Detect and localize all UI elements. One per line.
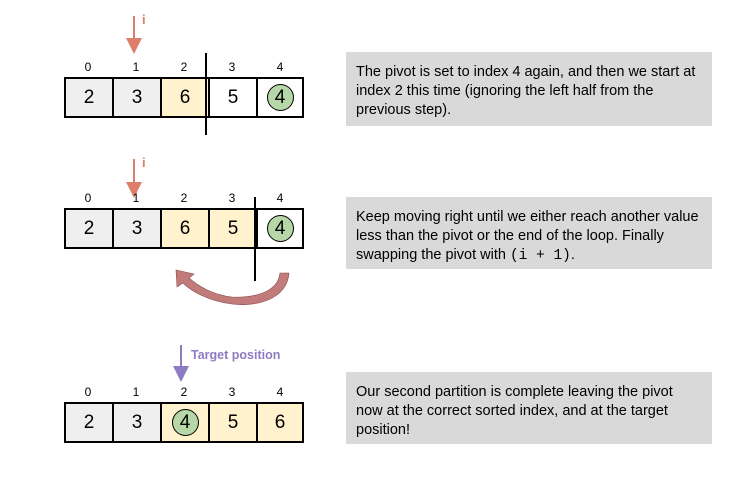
array-cell: 3 xyxy=(112,208,162,249)
index-label: 4 xyxy=(276,191,284,205)
array-cell: 3 xyxy=(112,402,162,443)
cell-value: 3 xyxy=(131,217,143,239)
note-text: Keep moving right until we either reach … xyxy=(356,209,699,263)
index-label: 0 xyxy=(84,385,92,399)
index-label: 1 xyxy=(132,60,140,74)
array-cell: 6 xyxy=(160,208,210,249)
pivot-circle: 4 xyxy=(266,84,294,111)
array-cell: 4 xyxy=(160,402,210,443)
explanation-note-1: The pivot is set to index 4 again, and t… xyxy=(346,52,712,126)
array-cell: 2 xyxy=(64,402,114,443)
note-code: (i + 1) xyxy=(509,248,571,264)
index-label: 2 xyxy=(180,60,188,74)
partition-divider-row1 xyxy=(205,53,207,135)
cell-value: 3 xyxy=(131,411,143,433)
array-cell: 5 xyxy=(208,208,258,249)
cell-value: 6 xyxy=(274,411,286,433)
explanation-note-3: Our second partition is complete leaving… xyxy=(346,372,712,444)
pointer-i-label-row2: i xyxy=(142,155,146,170)
explanation-note-2: Keep moving right until we either reach … xyxy=(346,197,712,269)
swap-curved-arrow xyxy=(175,269,290,305)
note-text: The pivot is set to index 4 again, and t… xyxy=(356,64,696,118)
cell-value: 3 xyxy=(131,86,143,108)
cell-value: 6 xyxy=(179,86,191,108)
index-label: 2 xyxy=(180,191,188,205)
index-label: 0 xyxy=(84,60,92,74)
index-label: 3 xyxy=(228,60,236,74)
array-cell: 4 xyxy=(256,208,304,249)
array-cell: 6 xyxy=(160,77,210,118)
array-cell: 3 xyxy=(112,77,162,118)
pivot-circle: 4 xyxy=(171,409,199,436)
index-label: 0 xyxy=(84,191,92,205)
note-text: Our second partition is complete leaving… xyxy=(356,384,673,438)
index-label: 4 xyxy=(276,385,284,399)
pivot-circle: 4 xyxy=(266,215,294,242)
target-position-label: Target position xyxy=(191,348,281,362)
cell-value: 2 xyxy=(83,217,95,239)
partition-divider-row2 xyxy=(254,197,256,281)
cell-value: 5 xyxy=(227,411,239,433)
array-cell: 5 xyxy=(208,77,258,118)
index-label: 4 xyxy=(276,60,284,74)
array-cell: 2 xyxy=(64,77,114,118)
note-text-end: . xyxy=(570,247,575,263)
array-cell: 6 xyxy=(256,402,304,443)
array-cell: 2 xyxy=(64,208,114,249)
cell-value: 2 xyxy=(83,411,95,433)
index-label: 3 xyxy=(228,385,236,399)
cell-value: 5 xyxy=(227,217,239,239)
array-cell: 4 xyxy=(256,77,304,118)
index-label: 1 xyxy=(132,191,140,205)
cell-value: 6 xyxy=(179,217,191,239)
index-label: 2 xyxy=(180,385,188,399)
index-label: 1 xyxy=(132,385,140,399)
cell-value: 5 xyxy=(227,86,239,108)
cell-value: 2 xyxy=(83,86,95,108)
index-label: 3 xyxy=(228,191,236,205)
array-cell: 5 xyxy=(208,402,258,443)
pointer-i-label-row1: i xyxy=(142,12,146,27)
